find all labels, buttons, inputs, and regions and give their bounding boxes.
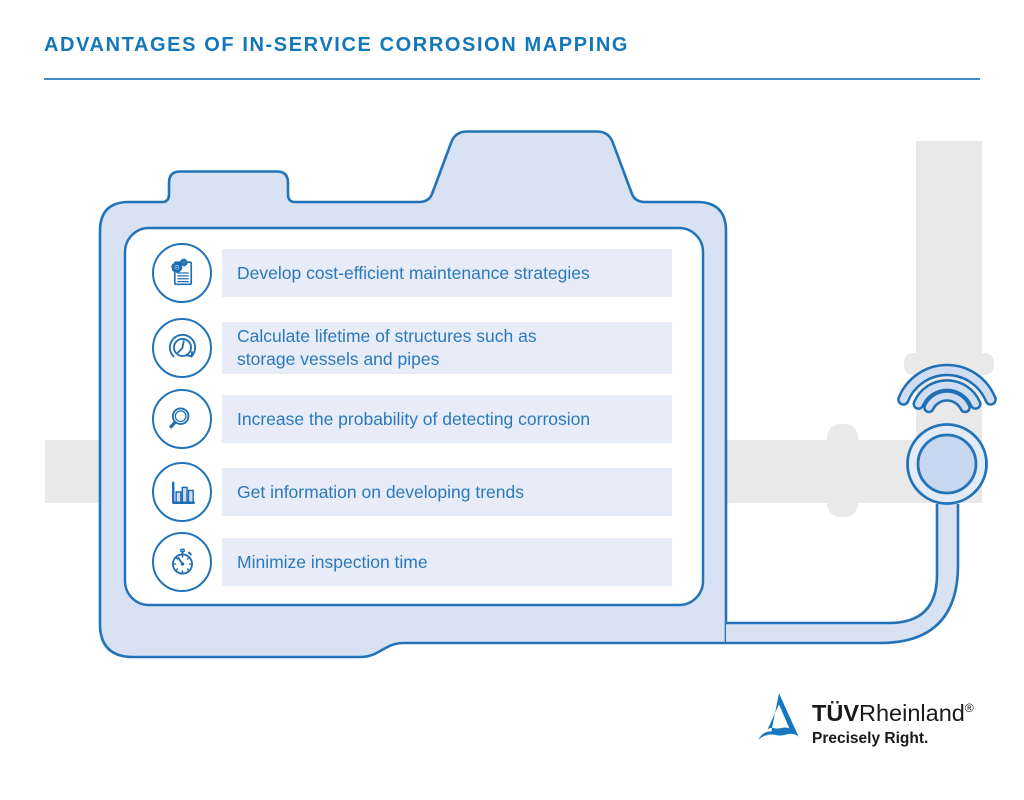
advantage-icon-circle <box>152 532 212 592</box>
probe-cable <box>726 503 960 645</box>
advantage-icon-circle <box>152 318 212 378</box>
clock-history-icon <box>168 333 196 357</box>
page-title: ADVANTAGES OF IN-SERVICE CORROSION MAPPI… <box>44 34 630 56</box>
advantage-bar: Get information on developing trends <box>222 468 672 516</box>
stopwatch-icon <box>171 548 193 575</box>
logo-tagline: Precisely Right. <box>812 730 929 747</box>
tuv-triangle-icon <box>758 693 799 740</box>
advantage-text: Get information on developing trends <box>237 481 524 502</box>
advantage-bar: Minimize inspection time <box>222 538 672 586</box>
wireless-probe <box>906 423 988 505</box>
advantage-bar: Develop cost-efficient maintenance strat… <box>222 249 672 297</box>
logo-wordmark: TÜVRheinland® <box>812 700 974 726</box>
document-gears-icon <box>170 258 192 285</box>
magnifier-icon <box>168 406 189 428</box>
logo-text-block: TÜVRheinland® Precisely Right. <box>812 692 974 748</box>
bar-chart-icon <box>171 481 195 504</box>
signal-waves-icon <box>897 363 997 414</box>
advantage-text: Calculate lifetime of structures such as… <box>237 326 537 369</box>
horizontal-pipe-flange <box>827 424 858 517</box>
tuv-rheinland-logo: TÜVRheinland® Precisely Right. <box>756 692 974 748</box>
advantage-text: Minimize inspection time <box>237 551 428 572</box>
advantage-text: Increase the probability of detecting co… <box>237 408 591 429</box>
advantage-icon-circle <box>152 462 212 522</box>
advantage-bar: Increase the probability of detecting co… <box>222 395 672 443</box>
advantage-text: Develop cost-efficient maintenance strat… <box>237 262 590 283</box>
advantage-icon-circle <box>152 389 212 449</box>
advantage-bar: Calculate lifetime of structures such as… <box>222 322 672 374</box>
advantage-icon-circle <box>152 243 212 303</box>
title-underline <box>44 78 980 80</box>
